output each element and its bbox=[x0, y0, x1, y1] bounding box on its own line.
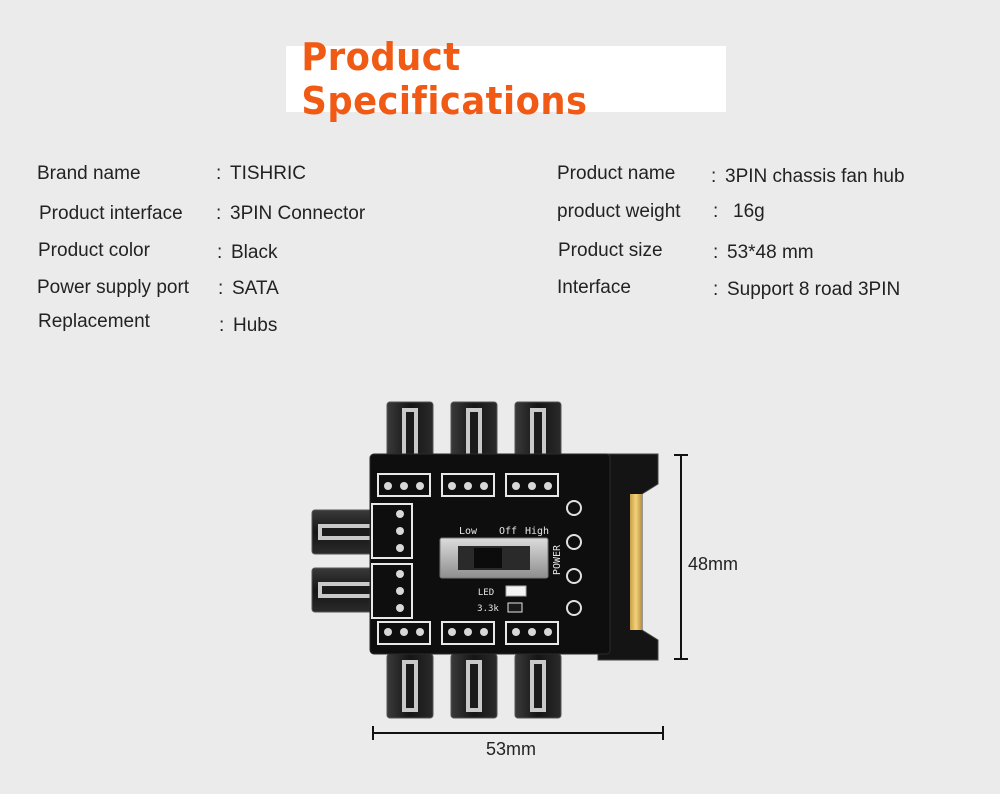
spec-value-interface-count: :Support 8 road 3PIN bbox=[713, 279, 901, 300]
spec-label-interface: Product interface bbox=[39, 203, 183, 224]
power-pads bbox=[566, 500, 582, 616]
top-fan-connectors bbox=[386, 401, 562, 465]
spec-label-brand: Brand name bbox=[37, 163, 141, 184]
title-banner: Product Specifications bbox=[286, 35, 726, 123]
spec-label-product-name: Product name bbox=[557, 163, 676, 184]
spec-label-power-port: Power supply port bbox=[37, 277, 190, 298]
spec-label-size: Product size bbox=[558, 240, 663, 261]
height-dimension-line bbox=[680, 454, 682, 660]
spec-label-replacement: Replacement bbox=[38, 311, 150, 332]
width-dimension-label: 53mm bbox=[486, 739, 537, 759]
width-dimension-tick-right bbox=[662, 726, 664, 740]
fan-hub-image: POWER Low Off High LED 3.3k bbox=[300, 390, 680, 730]
pin-headers bbox=[371, 473, 559, 645]
spec-value-size: :53*48 mm bbox=[713, 242, 814, 263]
switch-label-off: Off bbox=[499, 526, 517, 537]
spec-label-interface-count: Interface bbox=[557, 277, 631, 298]
resistor-label: 3.3k bbox=[477, 604, 499, 614]
led-label: LED bbox=[478, 588, 494, 598]
width-dimension-tick-left bbox=[372, 726, 374, 740]
spec-value-replacement: :Hubs bbox=[219, 315, 278, 336]
header-pin-dots bbox=[384, 482, 552, 636]
spec-label-color: Product color bbox=[38, 240, 150, 261]
resistor-component bbox=[507, 602, 523, 613]
led-component bbox=[505, 585, 527, 597]
power-label: POWER bbox=[552, 544, 563, 575]
spec-value-interface: :3PIN Connector bbox=[216, 203, 366, 224]
spec-value-power-port: :SATA bbox=[218, 278, 279, 299]
spec-value-brand: :TISHRIC bbox=[216, 163, 306, 184]
switch-label-low: Low bbox=[459, 526, 478, 537]
spec-value-weight: :16g bbox=[713, 201, 765, 222]
left-fan-connectors bbox=[311, 509, 383, 613]
bottom-fan-connectors bbox=[386, 653, 562, 719]
spec-value-product-name: :3PIN chassis fan hub bbox=[711, 166, 905, 187]
spec-value-color: :Black bbox=[217, 242, 278, 263]
height-dimension-tick-top bbox=[674, 454, 688, 456]
height-dimension-label: 48mm bbox=[688, 554, 739, 574]
speed-switch: Low Off High bbox=[439, 526, 549, 579]
height-dimension-tick-bottom bbox=[674, 658, 688, 660]
spec-label-weight: product weight bbox=[557, 201, 681, 222]
fan-hub-drawing: POWER Low Off High LED 3.3k bbox=[311, 401, 659, 719]
width-dimension-line bbox=[372, 732, 664, 734]
switch-label-high: High bbox=[525, 526, 549, 537]
page-title: Product Specifications bbox=[301, 35, 588, 123]
